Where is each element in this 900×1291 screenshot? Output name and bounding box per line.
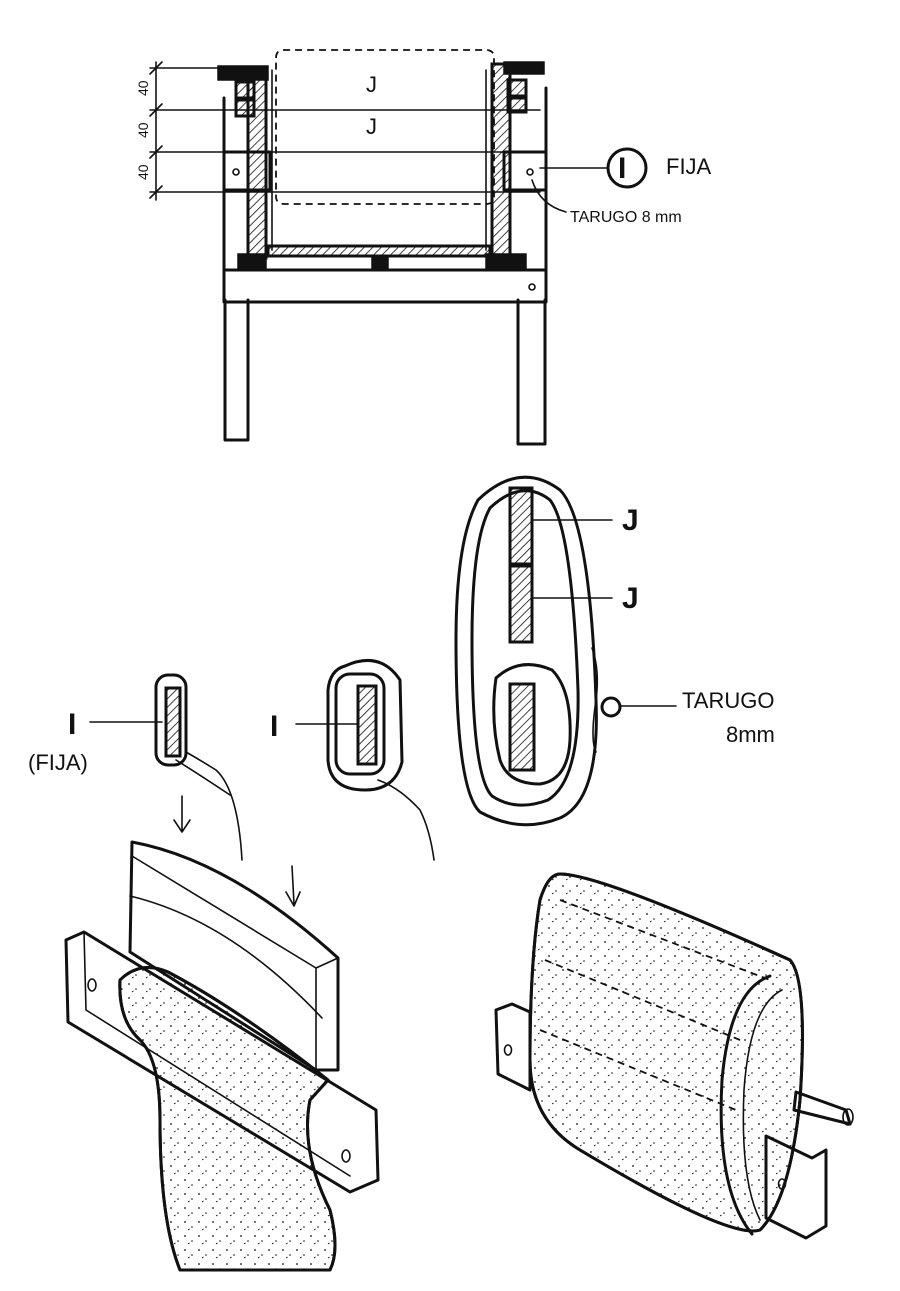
tarugo-leader: [531, 179, 567, 213]
section-c-inner: [470, 489, 580, 807]
section-c-label-j-1: J: [622, 504, 639, 537]
section-c-outer: [454, 475, 598, 827]
bar-stub-right: [764, 1134, 828, 1240]
top-elevation-drawing: [149, 49, 648, 446]
section-c-tarugo-line2: 8mm: [726, 722, 775, 747]
right-top-cap: [503, 61, 545, 75]
section-b-bar: [356, 684, 378, 766]
label-fija: FIJA: [666, 154, 712, 179]
right-leg: [516, 298, 547, 446]
section-c-label-j-2: J: [622, 582, 639, 615]
section-c-tarugo: [600, 696, 622, 718]
dimension-label-2: 40: [135, 122, 151, 138]
callout-circle-i: [606, 147, 648, 189]
arrow-down-2: [285, 865, 301, 907]
section-c-lower-wrap: [492, 663, 572, 786]
left-top-cap: [217, 65, 269, 81]
top-label-j-1: J: [366, 72, 377, 97]
arrow-down-1: [173, 795, 191, 833]
section-b-label-i: I: [270, 710, 278, 743]
section-c-tarugo-line1: TARUGO: [682, 688, 774, 713]
section-a-bar: [164, 686, 182, 758]
seat-board: [266, 244, 492, 258]
dimension-label-1: 40: [135, 80, 151, 96]
section-b-outer: [326, 658, 404, 792]
section-c-bar-j2: [508, 564, 534, 644]
cushion-outline: [275, 49, 495, 205]
section-a-wrap: [154, 673, 188, 767]
perspective-a-drawing: [64, 840, 380, 1272]
section-b-drawing: [295, 658, 435, 861]
section-a-label-fija: (FIJA): [28, 750, 88, 775]
section-a-label-i: I: [68, 708, 76, 741]
left-leg: [223, 298, 250, 442]
section-c-bar-j1: [508, 486, 534, 566]
wrapped-cushion: [528, 872, 804, 1233]
bottom-rail: [222, 268, 548, 304]
callout-label-i: I: [618, 152, 626, 185]
board-front: [128, 840, 340, 1072]
tarugo-rod: [792, 1090, 852, 1126]
perspective-b-drawing: [494, 872, 854, 1240]
dimension-label-3: 40: [135, 164, 151, 180]
label-tarugo-top: TARUGO 8 mm: [570, 209, 682, 226]
section-a-drawing: [89, 673, 243, 861]
top-label-j-2: J: [366, 114, 377, 139]
section-c-drawing: [454, 475, 677, 827]
section-c-bar-i: [508, 682, 536, 772]
bar-stub-left: [494, 1002, 532, 1092]
fabric-sheet: [118, 966, 337, 1272]
